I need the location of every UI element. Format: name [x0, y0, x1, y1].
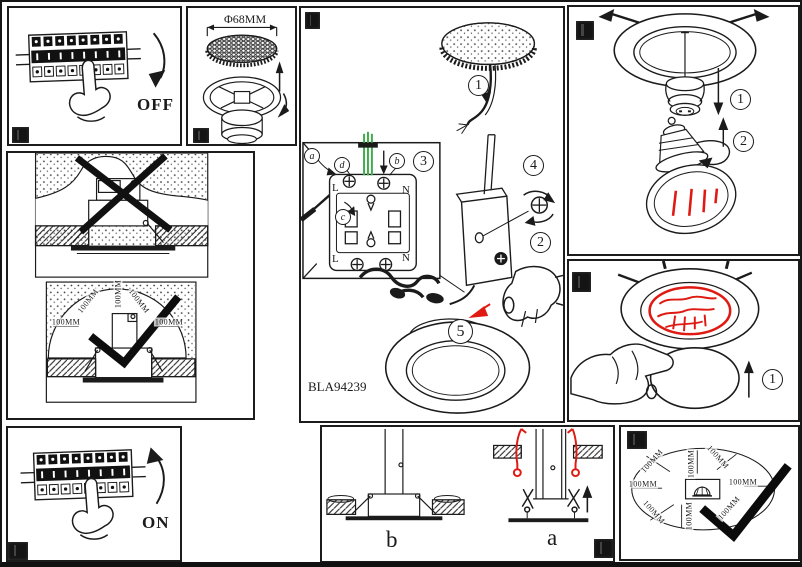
step-5-marker: 5: [448, 319, 473, 344]
step-1-marker: 1: [730, 89, 751, 110]
dimension-line: [206, 24, 278, 37]
checkmark-icon: [699, 463, 792, 543]
step-badge: [594, 539, 613, 558]
rotate-arrow-icon: [696, 140, 731, 166]
screwdriver-icon: [301, 194, 356, 222]
spring-clip-red: [512, 428, 580, 478]
step-badge: [576, 21, 594, 40]
up-arrow-icon: [582, 485, 593, 513]
insulation-illustration: [34, 153, 209, 403]
crossed-out-icon: [74, 153, 173, 235]
step-2-marker: 2: [733, 131, 754, 152]
breaker-on-illustration: [20, 447, 165, 540]
clearance-label: 100MM: [153, 317, 185, 327]
down-arrow-icon: [713, 68, 724, 116]
step-badge: [572, 272, 591, 292]
cutout-illustration: [202, 24, 290, 144]
clearance-label: 100MM: [113, 278, 123, 310]
panel-cutout: Φ68MM: [186, 6, 297, 146]
fixture-top-view: [202, 76, 282, 144]
step-1-marker: 1: [762, 369, 783, 390]
circuit-breaker-icon: [15, 31, 141, 83]
step-badge: [8, 542, 28, 560]
circuit-breaker-icon: [20, 449, 146, 501]
mains-cable: [456, 64, 497, 135]
pointing-hand-icon: [68, 59, 111, 122]
panel-spring-clip-detail: b a: [320, 425, 615, 562]
on-label: ON: [142, 513, 170, 532]
holding-hand-icon: [502, 265, 563, 328]
panel-insulation-clearance: 100MM 100MM 100MM 100MM 100MM: [6, 151, 255, 420]
panel-lamp-insert: 1 2: [567, 5, 800, 256]
callout-a: a: [304, 148, 320, 164]
lamp-top-icon: [684, 478, 721, 500]
callout-c: c: [335, 209, 351, 225]
figure-a-label: a: [547, 525, 558, 550]
clearance-figure: [45, 281, 197, 403]
clearance-label: 100MM: [727, 477, 759, 487]
terminal-live-top: L: [332, 182, 339, 194]
callout-b: b: [389, 153, 405, 169]
panel-power-on: ON: [6, 426, 182, 562]
step-3-marker: 3: [413, 151, 434, 172]
ceiling-hole: [439, 22, 537, 71]
panel-power-off: OFF: [7, 6, 182, 146]
callout-d: d: [334, 157, 350, 173]
glass-install-illustration: [570, 261, 760, 410]
terminal-neutral-top: N: [402, 184, 410, 196]
figure-b-label: b: [386, 527, 398, 552]
rotate-up-arrow-icon: [155, 456, 165, 505]
panel-wiring-install: 1 a d b 3 c 4 2 5 L N L N BLA94239: [299, 6, 565, 423]
clearance-label: 100MM: [686, 448, 696, 480]
downlight-trim: [358, 267, 531, 414]
step-badge: [305, 12, 320, 29]
terminal-neutral-bottom: N: [402, 252, 410, 264]
glowing-lamp-red: [648, 286, 732, 336]
clearance-label: 100MM: [684, 500, 694, 532]
junction-box: [449, 134, 529, 306]
wrong-installation-figure: [34, 153, 209, 278]
step-2-marker: 2: [530, 232, 551, 253]
step-badge: [627, 431, 647, 449]
step-badge: [12, 127, 29, 143]
lamp-holder: [665, 31, 705, 116]
clearance-topview-illustration: [630, 447, 792, 543]
panel-glass-install: 1: [567, 259, 800, 422]
up-arrow-icon: [275, 61, 284, 92]
clearance-label: 100MM: [50, 317, 82, 327]
wiring-illustration: [301, 22, 563, 414]
pointing-hand-icon: [71, 477, 114, 540]
up-arrow-icon: [743, 360, 754, 398]
step-badge: [193, 128, 209, 143]
breaker-off-illustration: [15, 31, 166, 122]
figure-b-installed: [326, 428, 465, 521]
lamp-insert-illustration: [598, 8, 770, 235]
step-4-marker: 4: [523, 155, 544, 176]
clip-detail-illustration: [326, 428, 603, 523]
lamp-hatch-red: [671, 188, 719, 216]
red-arrow-icon: [468, 303, 491, 318]
off-label: OFF: [137, 95, 174, 114]
clearance-label: 100MM: [627, 479, 659, 489]
gu10-lamp: [645, 116, 737, 235]
diameter-label: Φ68MM: [224, 12, 267, 26]
panel-clearance-topview: 100MM 100MM 100MM 100MM 100MM 100MM 100M…: [619, 425, 800, 561]
figure-a-inserting: [493, 428, 603, 523]
holding-hand-icon: [570, 343, 674, 405]
spring-clip-black: [521, 488, 581, 513]
model-label: BLA94239: [308, 379, 367, 394]
step-1-marker: 1: [468, 75, 489, 96]
terminal-live-bottom: L: [332, 253, 339, 265]
screw-icon: [523, 190, 556, 226]
earth-wires: [363, 131, 373, 176]
